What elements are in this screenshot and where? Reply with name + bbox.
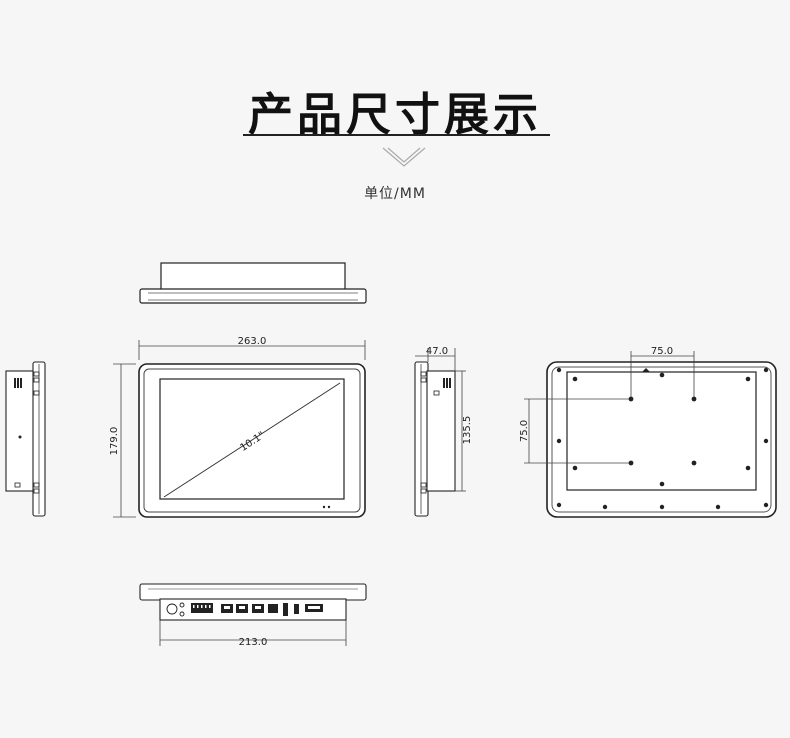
unit-label: 单位/MM <box>364 186 426 202</box>
left-side-view <box>5 361 46 517</box>
back-view <box>546 361 777 518</box>
front-width-label: 263.0 <box>238 336 267 347</box>
side-height-label: 135.5 <box>462 416 473 445</box>
vesa-horizontal-label: 75.0 <box>651 346 673 357</box>
vesa-horizontal-dimension <box>630 351 695 397</box>
right-side-view <box>414 361 456 517</box>
title-divider <box>243 134 550 136</box>
bottom-view <box>139 583 367 621</box>
side-height-dimension <box>455 370 466 492</box>
front-height-dimension <box>113 363 136 518</box>
side-depth-dimension <box>415 348 456 371</box>
page-title: 产品尺寸展示 <box>247 88 542 141</box>
side-depth-label: 47.0 <box>426 346 448 357</box>
front-height-label: 179.0 <box>109 427 120 456</box>
bottom-width-label: 213.0 <box>239 637 268 648</box>
bottom-width-dimension <box>159 620 347 646</box>
vesa-vertical-label: 75.0 <box>519 420 530 442</box>
front-width-dimension <box>138 340 366 360</box>
front-view: 10.1" <box>138 363 366 518</box>
chevron-down-icon <box>382 147 426 167</box>
top-view <box>139 262 367 304</box>
vesa-vertical-dimension <box>524 398 629 464</box>
